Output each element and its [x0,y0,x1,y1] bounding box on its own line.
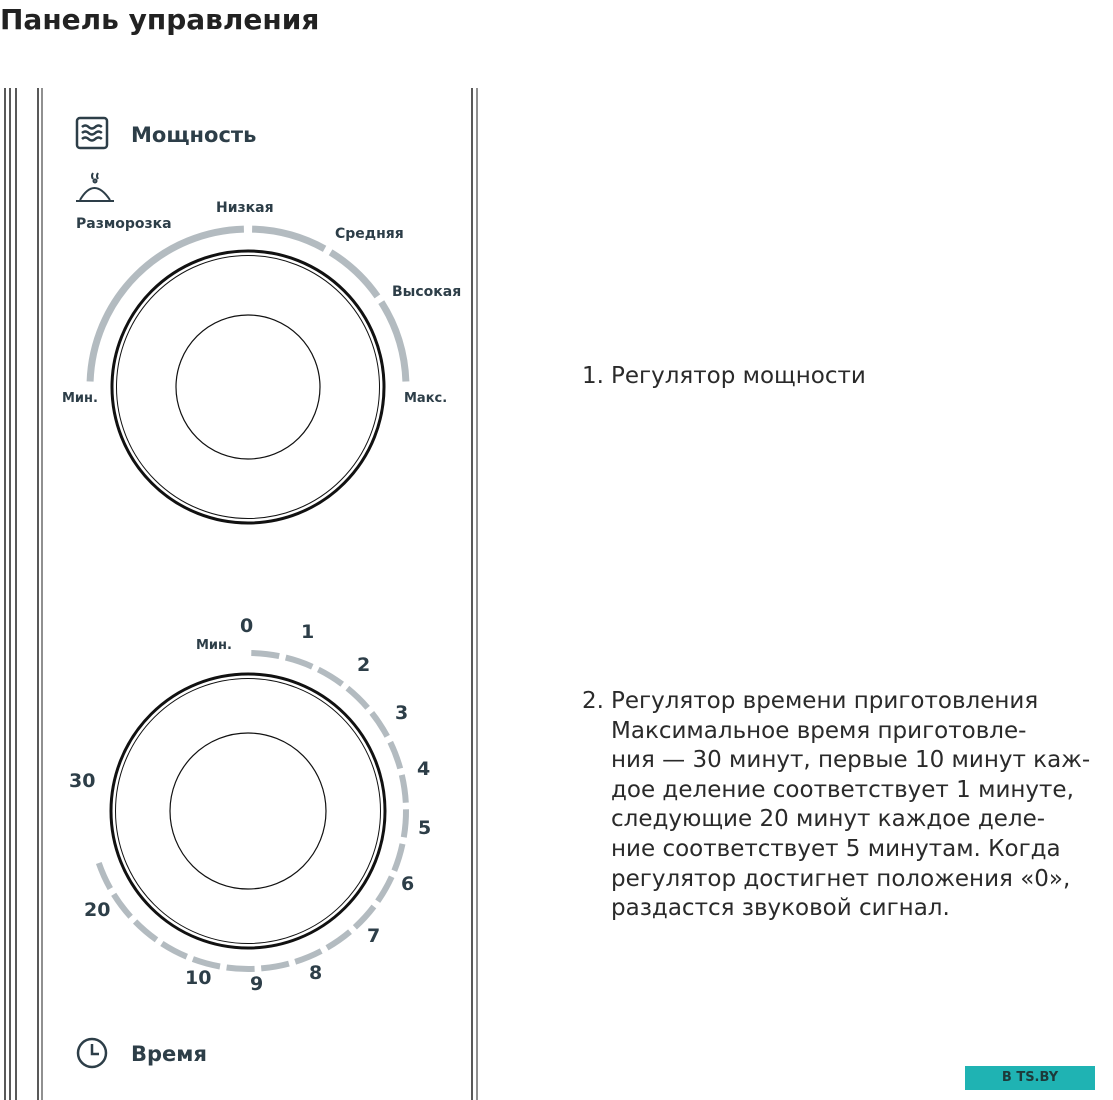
watermark-logo: B TS.BY [965,1066,1095,1090]
timer-scale-segment [260,960,290,972]
timer-scale-segment [345,685,370,710]
description-text: Регулятор времени приготовления Максимал… [611,688,1091,922]
timer-scale-segment [391,843,406,872]
timer-scale-segment [387,740,404,770]
clock-icon [76,1037,108,1069]
timer-mark-8: 8 [309,962,322,984]
defrost-label: Разморозка [76,216,172,232]
power-scale-segment [378,300,410,382]
timer-scale-segment [191,956,221,970]
timer-mark-4: 4 [417,758,430,780]
timer-scale-segment [294,948,323,965]
timer-scale-segment [325,929,352,951]
power-scale-segment [251,225,327,252]
power-level-medium: Средняя [335,226,404,242]
control-panel: Мощность Разморозка Мин. Низкая Средняя … [4,88,478,1100]
power-scale-segment [328,249,381,299]
timer-scale [95,650,410,973]
timer-mark-3: 3 [395,702,408,724]
panel-frame-right [471,88,478,1100]
timer-mark-5: 5 [418,817,431,839]
timer-scale-segment [95,861,113,891]
timer-scale-segment [369,711,390,738]
timer-mark-9: 9 [250,973,263,995]
page-title: Панель управления [0,3,320,36]
power-level-min: Мин. [62,391,98,406]
description-power: 1. Регулятор мощности [582,362,1112,392]
description-text: Регулятор мощности [611,363,866,389]
timer-scale-segment [316,666,344,687]
timer-mark-10: 10 [185,967,211,989]
description-number: 1. [582,363,604,389]
timer-scale-segment [352,904,377,930]
timer-mark-20: 20 [84,899,110,921]
power-level-max: Макс. [404,391,447,406]
timer-scale-segment [226,964,255,973]
timer-label: Время [131,1042,207,1066]
power-scale [86,225,410,382]
power-label: Мощность [131,123,256,147]
timer-mark-7: 7 [367,925,380,947]
description-number: 2. [582,688,604,714]
timer-scale-segment [284,654,314,670]
power-waves-icon [75,116,109,150]
timer-scale-segment [111,892,133,919]
timer-mark-2: 2 [357,654,370,676]
power-scale-segment [86,225,244,382]
timer-scale-segment [160,940,188,960]
description-timer: 2. Регулятор времени приготовления Макси… [582,687,1112,924]
timer-scale-segment [132,919,159,943]
power-level-low: Низкая [216,200,274,216]
timer-scale-segment [251,650,280,660]
timer-mark-0: 0 [240,615,253,637]
timer-scale-segment [400,809,410,838]
timer-knob[interactable] [109,672,387,950]
defrost-cloche-icon [76,172,114,202]
panel-frame-left [4,88,43,1100]
power-level-high: Высокая [392,284,461,300]
timer-min-label: Мин. [196,638,232,653]
timer-scale-segment [375,875,395,903]
timer-mark-1: 1 [301,621,314,643]
power-knob[interactable] [110,249,386,525]
timer-mark-30: 30 [69,770,95,792]
timer-scale-segment [398,774,409,803]
timer-mark-6: 6 [401,873,414,895]
